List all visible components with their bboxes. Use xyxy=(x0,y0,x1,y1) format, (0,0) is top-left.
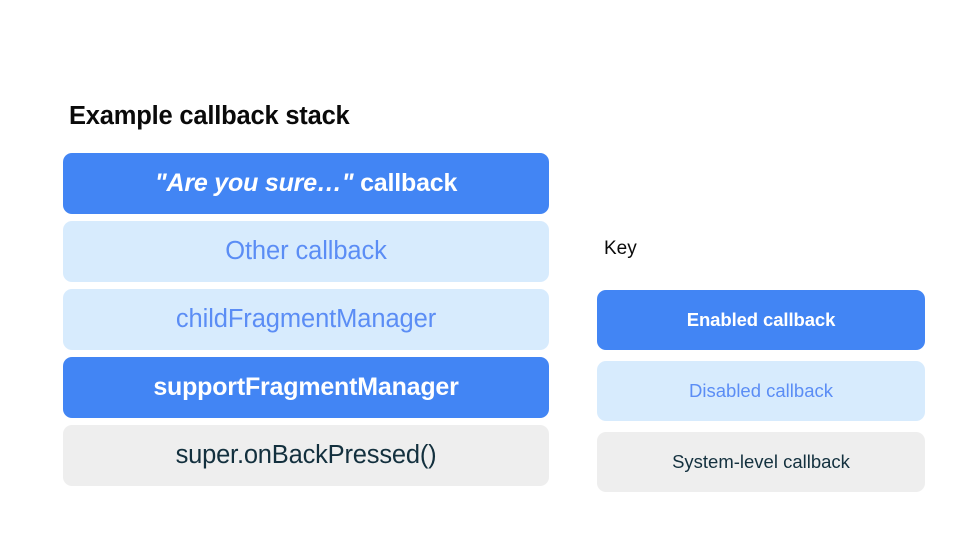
stack-bar-support-fragment-manager: supportFragmentManager xyxy=(63,357,549,418)
key-item-system-level-callback: System-level callback xyxy=(597,432,925,492)
key-item-disabled-callback: Disabled callback xyxy=(597,361,925,421)
key-item-label: System-level callback xyxy=(672,451,850,472)
stack-bar-label-rest: callback xyxy=(353,169,458,197)
stack-bar-super-on-back-pressed: super.onBackPressed() xyxy=(63,425,549,486)
stack-bar-label: super.onBackPressed() xyxy=(175,441,437,469)
stack-bar-child-fragment-manager: childFragmentManager xyxy=(63,289,549,350)
callback-stack-group: Example callback stack "Are you sure…" c… xyxy=(63,101,549,486)
key-item-enabled-callback: Enabled callback xyxy=(597,290,925,350)
stack-bar-label: childFragmentManager xyxy=(175,305,437,333)
stack-bar-other-callback: Other callback xyxy=(63,221,549,282)
stack-bar-label: supportFragmentManager xyxy=(153,373,459,401)
stack-title: Example callback stack xyxy=(69,102,350,130)
stack-bar-label: "Are you sure…" callback xyxy=(154,169,458,198)
stack-bar-are-you-sure-callback: "Are you sure…" callback xyxy=(63,153,549,214)
key-item-label: Disabled callback xyxy=(689,380,833,401)
stack-bar-label-quoted: "Are you sure…" xyxy=(154,169,354,197)
key-legend-group: Key Enabled callback Disabled callback S… xyxy=(597,237,925,492)
key-item-label: Enabled callback xyxy=(686,309,836,330)
key-title: Key xyxy=(604,238,637,259)
stack-bar-label: Other callback xyxy=(225,237,387,265)
